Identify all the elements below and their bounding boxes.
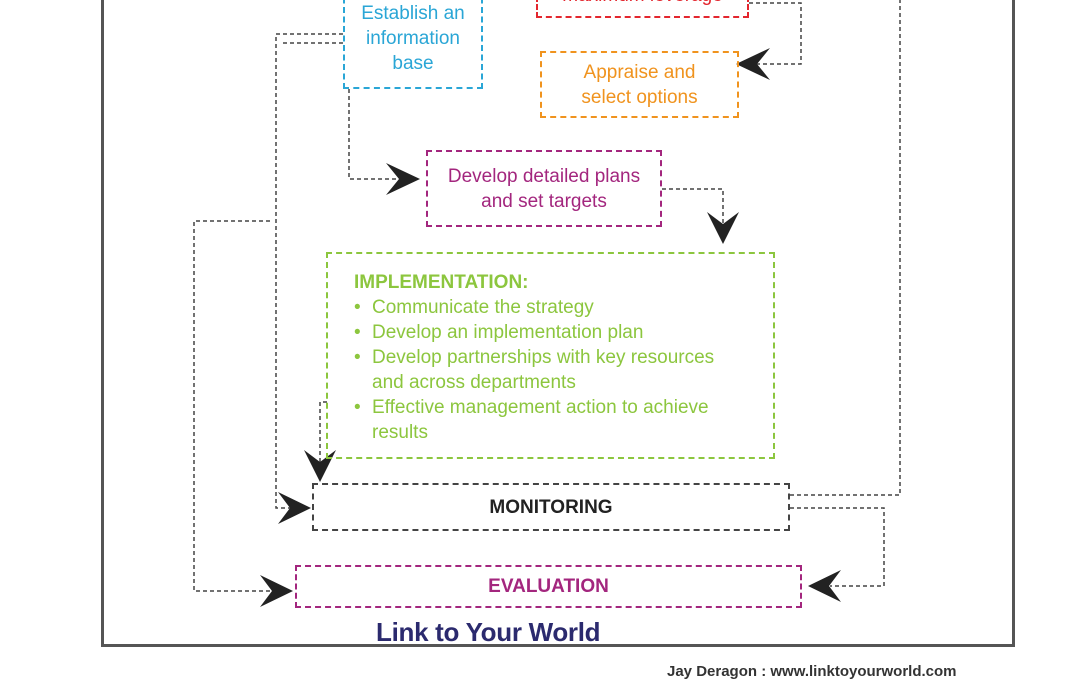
arrowhead-options bbox=[736, 48, 770, 80]
monitoring-label: MONITORING bbox=[489, 496, 613, 518]
arrowhead-monitoring-left bbox=[278, 492, 311, 524]
arrowhead-evaluation-right bbox=[808, 570, 841, 602]
arrowhead-implementation bbox=[707, 212, 739, 244]
implementation-item: Develop partnerships with key resources … bbox=[354, 345, 773, 395]
arrowhead-evaluation-left bbox=[260, 575, 293, 607]
maximum-leverage-box: maximum leverage bbox=[536, 0, 749, 18]
establish-information-base-box: Establish an information base bbox=[343, 0, 483, 89]
options-label: Appraise and select options bbox=[581, 61, 698, 108]
connector-frame-to-evaluation bbox=[193, 220, 272, 592]
connector-implementation-to-monitoring bbox=[319, 401, 327, 468]
connector-monitoring-to-outer bbox=[790, 0, 901, 496]
plans-label: Develop detailed plans and set targets bbox=[447, 165, 641, 212]
evaluation-label: EVALUATION bbox=[488, 576, 609, 597]
implementation-box: IMPLEMENTATION: Communicate the strategy… bbox=[326, 252, 775, 459]
implementation-item: Communicate the strategy bbox=[354, 295, 773, 320]
info-base-label: Establish an information base bbox=[361, 3, 465, 74]
implementation-item: Develop an implementation plan bbox=[354, 320, 773, 345]
implementation-heading: IMPLEMENTATION: bbox=[354, 272, 529, 293]
implementation-item: Effective management action to achieve r… bbox=[354, 395, 773, 445]
connector-leverage-to-options bbox=[749, 2, 802, 65]
brand-title: Link to Your World bbox=[376, 617, 601, 647]
evaluation-box: EVALUATION bbox=[295, 565, 802, 608]
diagram-frame bbox=[101, 0, 1015, 647]
appraise-options-box: Appraise and select options bbox=[540, 51, 739, 118]
arrowhead-plans bbox=[386, 163, 420, 195]
credit-line: Jay Deragon : www.linktoyourworld.com bbox=[667, 663, 957, 680]
monitoring-box: MONITORING bbox=[312, 483, 790, 531]
leverage-label: maximum leverage bbox=[562, 0, 723, 8]
connector-monitoring-to-evaluation bbox=[790, 507, 885, 587]
implementation-list: Communicate the strategy Develop an impl… bbox=[354, 295, 773, 445]
detailed-plans-box: Develop detailed plans and set targets bbox=[426, 150, 662, 227]
connector-info-to-plans bbox=[348, 89, 405, 180]
connector-info-to-monitoring bbox=[275, 33, 343, 509]
